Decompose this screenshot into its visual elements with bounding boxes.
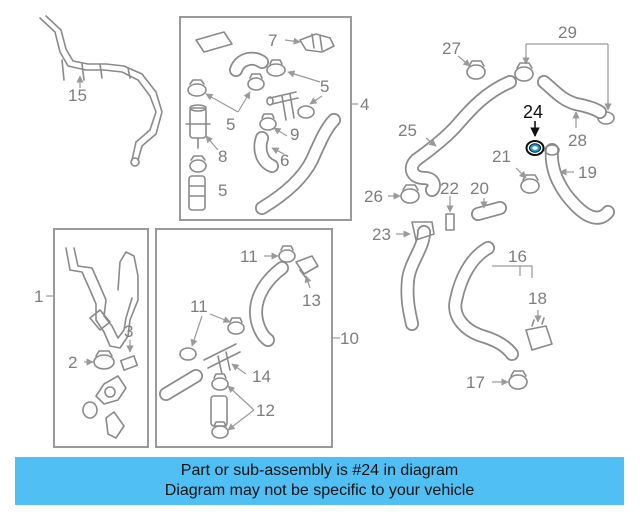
label-5-right: 5 — [320, 77, 329, 96]
label-2: 2 — [68, 353, 77, 372]
label-17: 17 — [466, 373, 485, 392]
leader-16 — [498, 265, 533, 278]
part-flange-assembly[interactable] — [82, 375, 127, 439]
label-20: 20 — [470, 179, 489, 198]
label-11-top: 11 — [240, 247, 258, 266]
part-clamp-5-lower[interactable] — [189, 155, 207, 173]
label-3: 3 — [124, 322, 133, 341]
part-29-clamp-a[interactable] — [514, 62, 534, 82]
part-11-clamp-mid[interactable] — [227, 317, 245, 335]
part-1-housing[interactable] — [65, 247, 139, 349]
label-24: 24 — [523, 102, 543, 122]
part-24-o-ring[interactable] — [525, 140, 545, 156]
parts-diagram: 15 7 5 5 4 9 8 6 5 1 2 3 11 13 11 10 14 … — [34, 15, 615, 448]
banner-line-part: Part or sub-assembly is #24 in diagram — [180, 462, 459, 479]
part-tube-lower[interactable] — [188, 175, 206, 211]
part-hose-short-box10[interactable] — [159, 369, 203, 401]
label-7: 7 — [268, 31, 277, 50]
label-21: 21 — [492, 147, 511, 166]
part-12-clamps[interactable] — [210, 373, 229, 439]
label-11-mid: 11 — [190, 297, 208, 316]
part-23-pipe[interactable] — [400, 221, 435, 331]
part-valve-8[interactable] — [185, 104, 211, 149]
part-11-clamp-top[interactable] — [278, 245, 296, 263]
label-28: 28 — [568, 131, 587, 150]
part-19-hose[interactable] — [544, 143, 615, 225]
part-2-clamp[interactable] — [93, 350, 115, 370]
part-clamp-mid-a[interactable] — [247, 73, 265, 91]
label-12: 12 — [256, 401, 275, 420]
part-small-hose-bend[interactable] — [229, 51, 269, 77]
part-long-hose-box4[interactable] — [255, 113, 341, 215]
part-clamp-box10-left[interactable] — [179, 347, 197, 361]
part-16-hose[interactable] — [448, 241, 519, 361]
part-clamp-left-a[interactable] — [187, 79, 207, 97]
part-15-pipe[interactable] — [39, 15, 163, 167]
part-21-clamp[interactable] — [520, 174, 540, 194]
label-27: 27 — [442, 39, 461, 58]
part-28-hose[interactable] — [537, 75, 607, 119]
label-5-left: 5 — [226, 115, 235, 134]
part-t-connector[interactable] — [266, 91, 299, 121]
part-hose-box10[interactable] — [249, 261, 289, 347]
label-22: 22 — [440, 179, 459, 198]
label-25: 25 — [398, 121, 417, 140]
label-26: 26 — [364, 187, 383, 206]
label-10: 10 — [340, 329, 359, 348]
label-6: 6 — [280, 151, 289, 170]
part-17-clamp[interactable] — [508, 370, 528, 390]
part-20-hose[interactable] — [471, 201, 507, 221]
part-7-connector[interactable] — [299, 33, 335, 53]
part-clamp-9[interactable] — [259, 113, 277, 131]
part-18-bracket[interactable] — [525, 317, 553, 351]
part-clamp-right-b[interactable] — [297, 105, 315, 119]
part-clamp-upper[interactable] — [266, 59, 286, 77]
part-gasket-plate[interactable] — [195, 31, 233, 53]
label-18: 18 — [528, 289, 547, 308]
part-22-sensor[interactable] — [445, 213, 455, 231]
part-hose-6[interactable] — [253, 131, 279, 173]
part-14-tee[interactable] — [203, 343, 241, 375]
label-14: 14 — [252, 367, 271, 386]
label-8: 8 — [218, 147, 227, 166]
label-5-lower: 5 — [218, 181, 227, 200]
label-9: 9 — [290, 125, 299, 144]
label-4: 4 — [360, 95, 369, 114]
label-13: 13 — [302, 291, 321, 310]
group-box-1 — [53, 228, 149, 448]
part-13-connector[interactable] — [295, 255, 319, 279]
part-25-hose[interactable] — [404, 75, 517, 197]
group-box-4 — [179, 16, 352, 221]
part-3-sensor[interactable] — [119, 355, 139, 371]
label-16: 16 — [508, 247, 527, 266]
label-29: 29 — [558, 23, 577, 42]
label-1: 1 — [34, 287, 43, 306]
label-15: 15 — [68, 86, 87, 105]
info-banner: Part or sub-assembly is #24 in diagram D… — [15, 457, 624, 505]
part-26-clamp[interactable] — [400, 184, 420, 204]
label-23: 23 — [372, 225, 391, 244]
part-27-clamp[interactable] — [466, 60, 486, 80]
label-19: 19 — [578, 163, 597, 182]
banner-line-disclaimer: Diagram may not be specific to your vehi… — [164, 482, 475, 499]
